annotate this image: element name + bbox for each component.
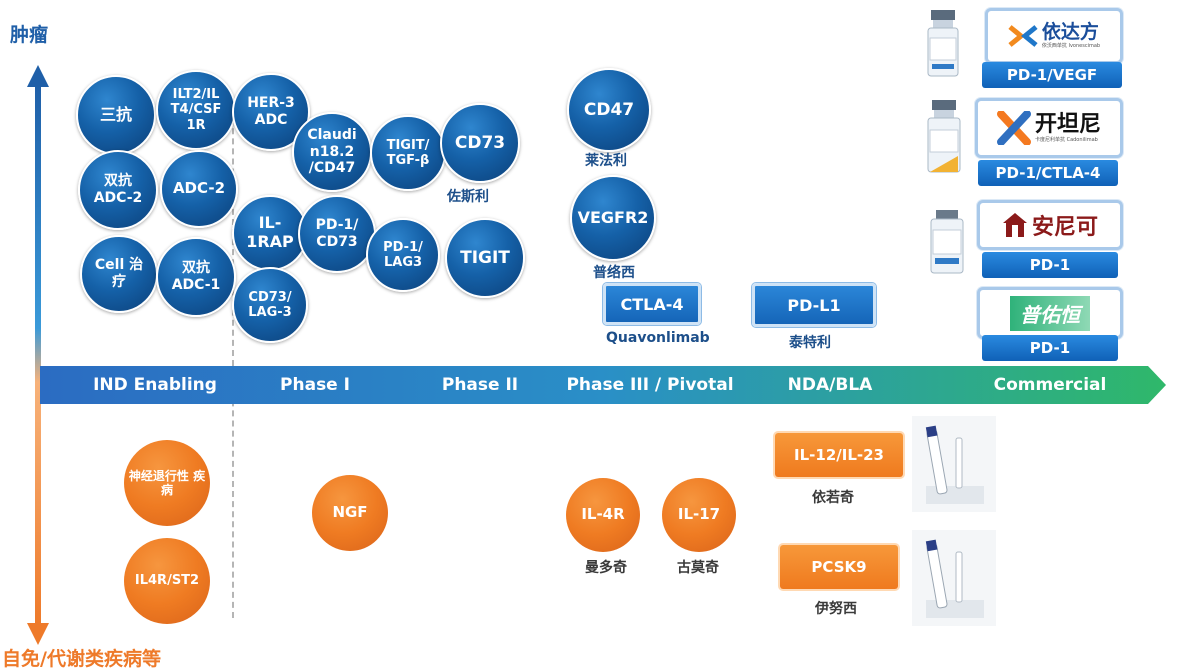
circle-pd1-lag3: PD-1/ LAG3 [366,218,440,292]
circle-il1rap: IL- 1RAP [232,195,308,271]
immune-axis-label: 自免/代谢类疾病等 [2,648,161,670]
phase-commercial: Commercial [993,375,1107,395]
brand-yidafang: 依达方 [1041,21,1099,43]
box-il12-il23: IL-12/IL-23 [775,433,903,477]
phase-arrow-bar [40,366,1166,404]
phase-nda-bla: NDA/BLA [787,375,873,395]
circle-tigit-tgfb: TIGIT/ TGF-β [370,115,446,191]
box-ctla4: CTLA-4 [603,283,701,325]
vial-icon [927,10,959,77]
logo-kaitanni: 开坦尼 卡度尼利单抗 Cadonilimab [975,98,1123,158]
caption-gumoqi: 古莫奇 [677,560,719,576]
tumor-axis-label: 肿瘤 [10,24,49,46]
circle-her3-adc: HER-3 ADC [232,73,310,151]
circle-claudin18-cd47: Claudi n18.2 /CD47 [292,112,372,192]
yidafang-mark-icon [1008,25,1038,47]
box-pdl1: PD-L1 [752,283,876,327]
circle-pd1-cd73: PD-1/ CD73 [298,195,376,273]
injection-pen-icon [912,416,996,512]
brand-yidafang-sub: 依沃西单抗 Ivonescimab [1041,43,1101,49]
circle-cell-therapy: Cell 治 疗 [80,235,158,313]
circle-ilt2-ilt4-csf1r: ILT2/IL T4/CSF 1R [156,70,236,150]
vial-icon [927,100,961,173]
annike-house-icon [1002,213,1027,237]
circle-bispecific-adc-1: 双抗 ADC-1 [156,237,236,317]
brand-kaitanni-sub: 卡度尼利单抗 Cadonilimab [1034,136,1098,143]
caption-yiruoqi: 依若奇 [812,490,854,506]
tag-pd1-puyouheng: PD-1 [982,335,1118,361]
phase-ind-enabling: IND Enabling [93,375,217,395]
tag-pd1-annike: PD-1 [982,252,1118,278]
caption-yinuxi: 伊努西 [815,601,857,617]
circle-cd73-lag3: CD73/ LAG-3 [232,267,308,343]
tag-pd1-vegf: PD-1/VEGF [982,62,1122,88]
caption-quavonlimab: Quavonlimab [606,330,710,346]
kaitanni-x-icon [996,111,1031,145]
brand-annike: 安尼可 [1031,215,1098,240]
circle-il4r-st2: IL4R/ST2 [124,538,210,624]
circle-ngf: NGF [312,475,388,551]
circle-vegfr2: VEGFR2 [570,175,656,261]
vertical-axis-arrow [27,65,49,645]
brand-puyouheng: 普佑恒 [1010,295,1090,331]
phase-1: Phase I [280,375,350,395]
ind-divider [232,98,234,618]
circle-cd47: CD47 [567,68,651,152]
circle-il17: IL-17 [662,478,736,552]
circle-tigit: TIGIT [445,218,525,298]
phase-3-pivotal: Phase III / Pivotal [566,375,734,395]
circle-adc-2: ADC-2 [160,150,238,228]
box-pcsk9: PCSK9 [780,545,898,589]
circle-il4r: IL-4R [566,478,640,552]
brand-kaitanni: 开坦尼 [1034,111,1101,137]
logo-yidafang: 依达方 依沃西单抗 Ivonescimab [985,8,1123,64]
injection-pen-icon [912,530,996,626]
circle-trispecific: 三抗 [76,75,156,155]
circle-cd73: CD73 [440,103,520,183]
logo-annike: 安尼可 [977,200,1123,250]
caption-puluoxi: 普络西 [593,265,635,281]
logo-puyouheng: 普佑恒 [977,287,1123,339]
circle-bispecific-adc-2: 双抗 ADC-2 [78,150,158,230]
caption-taiteli: 泰特利 [789,335,831,351]
caption-laifali: 莱法利 [585,153,627,169]
vial-icon [930,210,964,274]
caption-zuosili: 佐斯利 [447,189,489,205]
circle-neurodegenerative: 神经退行性 疾病 [124,440,210,526]
tag-pd1-ctla4: PD-1/CTLA-4 [978,160,1118,186]
caption-manduoqi: 曼多奇 [585,560,627,576]
phase-2: Phase II [441,375,519,395]
